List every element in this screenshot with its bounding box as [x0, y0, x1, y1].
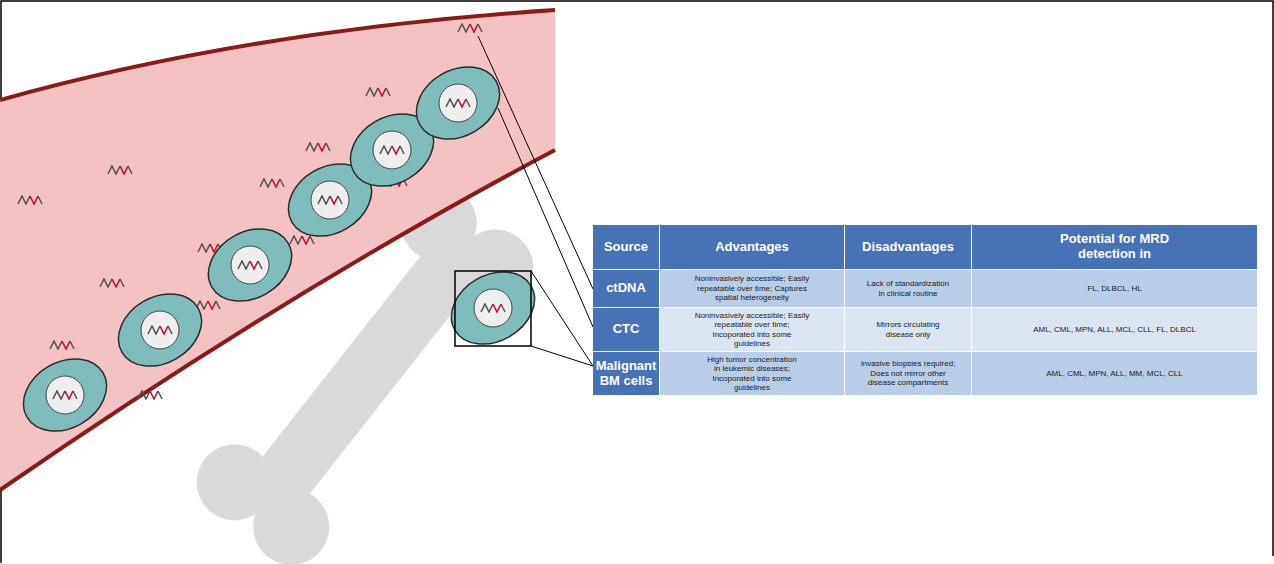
- column-header: Disadvantages: [862, 240, 954, 255]
- nucleus: [46, 376, 84, 414]
- table-cell-text: Mirrors circulating disease only: [863, 320, 953, 339]
- table-cell: Lack of standardization in clinical rout…: [845, 270, 972, 308]
- leader-lines: [478, 36, 593, 366]
- nucleus: [231, 246, 269, 284]
- blood-vessel: [0, 10, 555, 490]
- table-cell: Disadvantages: [845, 225, 972, 270]
- column-header: Source: [604, 240, 648, 255]
- dna-fragment: [108, 166, 132, 174]
- dna-fragment: [53, 391, 77, 399]
- table-cell-text: FL, DLBCL, HL: [1087, 284, 1141, 293]
- zoom-box: [455, 271, 531, 346]
- cells: [10, 24, 547, 446]
- tumor-cell: [195, 214, 304, 315]
- table-cell: AML, CML, MPN, ALL, MCL, CLL, FL, DLBCL: [972, 308, 1258, 352]
- tumor-cell: [10, 344, 119, 445]
- table-cell: Potential for MRD detection in: [972, 225, 1258, 270]
- dna-fragment: [366, 88, 390, 96]
- dna-fragment: [481, 304, 505, 312]
- table-cell: Invasive biopsies required; Does not mir…: [845, 352, 972, 396]
- row-header: ctDNA: [606, 281, 646, 296]
- tumor-cell: [403, 52, 512, 153]
- dna-fragment: [380, 146, 404, 154]
- dna-fragment: [196, 301, 220, 309]
- table-cell-text: High tumor concentration in leukemic dis…: [705, 355, 800, 393]
- dna-fragment: [148, 326, 172, 334]
- table-cell: Mirrors circulating disease only: [845, 308, 972, 352]
- table-cell-text: AML, CML, MPN, ALL, MM, MCL, CLL: [1046, 369, 1182, 378]
- table-cell: High tumor concentration in leukemic dis…: [660, 352, 845, 396]
- dna-fragment: [446, 99, 470, 107]
- dna-fragment: [18, 196, 42, 204]
- tumor-cell: [438, 257, 547, 358]
- table-cell: AML, CML, MPN, ALL, MM, MCL, CLL: [972, 352, 1258, 396]
- dna-fragment: [138, 391, 162, 399]
- dna-fragment: [50, 341, 74, 349]
- nucleus: [311, 181, 349, 219]
- table-cell: CTC: [593, 308, 660, 352]
- table-cell: Advantages: [660, 225, 845, 270]
- dna-fragment: [238, 261, 262, 269]
- table-cell: FL, DLBCL, HL: [972, 270, 1258, 308]
- dna-fragment: [100, 279, 124, 287]
- table-cell-text: Invasive biopsies required; Does not mir…: [858, 359, 958, 387]
- nucleus: [439, 84, 477, 122]
- table-cell-text: AML, CML, MPN, ALL, MCL, CLL, FL, DLBCL: [1033, 325, 1196, 334]
- nucleus: [474, 289, 512, 327]
- dna-fragment: [290, 236, 314, 244]
- table-cell-text: Noninvasively accessible; Easily repeata…: [694, 274, 810, 302]
- table-cell: Malignant BM cells: [593, 352, 660, 396]
- table-cell: Noninvasively accessible; Easily repeata…: [660, 270, 845, 308]
- nucleus: [141, 311, 179, 349]
- vessel-wall: [0, 150, 555, 490]
- table: Source Advantages Disadvantages Potential f…: [593, 225, 1258, 396]
- dna-fragment: [318, 196, 342, 204]
- column-header: Potential for MRD detection in: [1050, 232, 1180, 262]
- row-header: Malignant BM cells: [595, 359, 658, 389]
- nucleus: [373, 131, 411, 169]
- table-cell: Noninvasively accessible; Easily repeata…: [660, 308, 845, 352]
- table-cell: Source: [593, 225, 660, 270]
- table-cell-text: Lack of standardization in clinical rout…: [863, 279, 953, 298]
- column-header: Advantages: [715, 240, 789, 255]
- table-cell-text: Noninvasively accessible; Easily repeata…: [694, 311, 810, 349]
- row-header: CTC: [613, 322, 640, 337]
- table-cell: ctDNA: [593, 270, 660, 308]
- dna-fragment: [458, 24, 482, 32]
- dna-fragment: [260, 179, 284, 187]
- tumor-cell: [105, 279, 214, 380]
- dna-fragment: [306, 143, 330, 151]
